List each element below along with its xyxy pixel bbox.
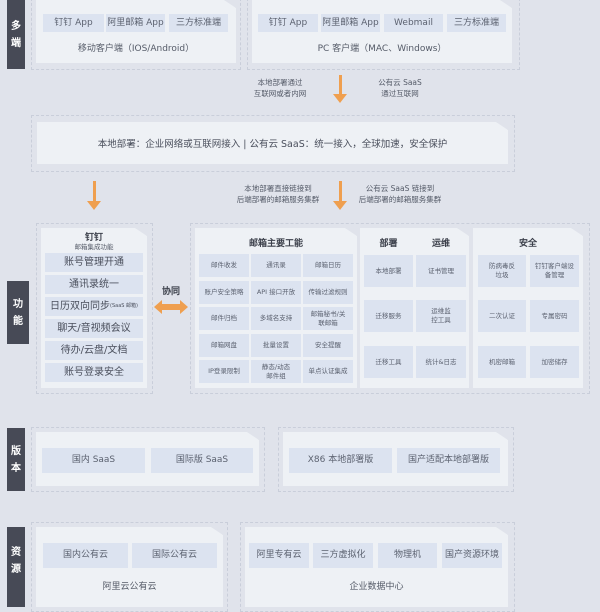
- security-item: 加密储存: [530, 346, 579, 378]
- arrow-down-icon: [333, 181, 347, 210]
- mail-item: IP登录限制: [199, 360, 249, 383]
- version-chip: 国内 SaaS: [42, 448, 145, 473]
- item-note: (SaaS 邮箱): [110, 303, 138, 309]
- mobile-caption: 移动客户端（IOS/Android）: [77, 44, 195, 54]
- mail-item: 邮件收发: [199, 254, 249, 277]
- access-panel: [37, 122, 508, 164]
- security-item: 专属密码: [530, 300, 579, 332]
- ops-item: 运维监控工具: [416, 300, 466, 332]
- dingtalk-item: 账号登录安全: [45, 363, 143, 382]
- ops-item: 证书管理: [416, 255, 466, 287]
- section-label-text: 功能: [13, 298, 23, 327]
- note-line: 公有云 SaaS 链接到: [365, 184, 435, 193]
- deploy-item: 迁移工具: [364, 346, 413, 378]
- security-item: 机密邮箱: [478, 346, 526, 378]
- security-title: 安全: [518, 239, 537, 249]
- mail-item: 批量设置: [251, 334, 301, 357]
- ops-title: 运维: [431, 239, 450, 249]
- ops-item: 统计&日志: [416, 346, 466, 378]
- resource-chip: 国产资源环境: [442, 543, 502, 568]
- mail-item: 账户安全策略: [199, 281, 249, 304]
- deploy-item: 迁移服务: [364, 300, 413, 332]
- dingtalk-item: 日历双向同步(SaaS 邮箱): [45, 297, 143, 316]
- mail-item: 静态/动态邮件组: [251, 360, 301, 383]
- dingtalk-item: 通讯录统一: [45, 275, 143, 294]
- dingtalk-item: 账号管理开通: [45, 253, 143, 272]
- dingtalk-title: 钉钉: [84, 233, 103, 243]
- version-chip: 国产适配本地部署版: [397, 448, 500, 473]
- version-chip: X86 本地部署版: [289, 448, 392, 473]
- note-line: 后端部署的邮箱服务集群: [358, 195, 442, 204]
- flow1-left-note: 本地部署通过互联网或者内网: [230, 77, 330, 99]
- flow1-right-note: 公有云 SaaS 通过互联网: [350, 77, 450, 99]
- sync-label: 协同: [161, 287, 180, 297]
- mobile-group: [31, 0, 241, 70]
- dingtalk-item: 聊天/音视频会议: [45, 319, 143, 338]
- security-item: 钉钉客户端设备管理: [530, 255, 579, 287]
- dingtalk-group: [36, 223, 153, 394]
- section-label-multi: 多端: [7, 0, 25, 69]
- mail-item: 单点认证集成: [303, 360, 353, 383]
- section-label-text: 版本: [11, 445, 21, 474]
- section-label-text: 多端: [11, 20, 21, 49]
- mail-item: 安全提醒: [303, 334, 353, 357]
- arrow-down-icon: [87, 181, 101, 210]
- section-label-text: 资源: [11, 547, 21, 575]
- resource-chip: 物理机: [378, 543, 437, 568]
- mail-item: 邮箱秘书/关联邮箱: [303, 307, 353, 330]
- section-label-version: 版本: [7, 428, 25, 491]
- security-item: 二次认证: [478, 300, 526, 332]
- chip-pc-webmail: Webmail: [384, 14, 443, 32]
- mail-item: 传输过滤规则: [303, 281, 353, 304]
- feature-group: [190, 223, 590, 394]
- chip-mobile-dingtalk: 钉钉 App: [43, 14, 104, 32]
- section-label-resource: 资源: [7, 527, 25, 607]
- dingtalk-subtitle: 邮箱集成功能: [74, 243, 114, 251]
- security-item: 防病毒反垃圾: [478, 255, 526, 287]
- deploy-item: 本地部署: [364, 255, 413, 287]
- version-chip: 国际版 SaaS: [151, 448, 253, 473]
- public-cloud-caption: 阿里云公有云: [102, 582, 157, 592]
- access-text: 本地部署：企业网络或互联网接入 | 公有云 SaaS：统一接入，全球加速，安全保…: [97, 139, 448, 150]
- chip-pc-alimail: 阿里邮箱 App: [321, 14, 380, 32]
- datacenter-caption: 企业数据中心: [349, 582, 404, 592]
- note-line: 后端部署的邮箱服务集群: [236, 195, 320, 204]
- section-label-function: 功能: [7, 281, 29, 344]
- chip-pc-thirdparty: 三方标准端: [447, 14, 506, 32]
- note-line: 公有云 SaaS: [378, 78, 422, 87]
- local-version-group: [278, 427, 514, 492]
- note-line: 互联网或者内网: [253, 89, 307, 98]
- mail-item: 通讯录: [251, 254, 301, 277]
- chip-pc-dingtalk: 钉钉 App: [258, 14, 318, 32]
- pc-group: [247, 0, 520, 70]
- mail-item: API 接口开放: [251, 281, 301, 304]
- resource-chip: 国际公有云: [132, 543, 217, 568]
- deploy-title: 部署: [379, 239, 398, 249]
- flow2-right-note: 公有云 SaaS 链接到后端部署的邮箱服务集群: [345, 183, 455, 205]
- chip-mobile-thirdparty: 三方标准端: [169, 14, 228, 32]
- mail-item: 多域名支持: [251, 307, 301, 330]
- mail-item: 邮箱网盘: [199, 334, 249, 357]
- item-label: 日历双向同步: [50, 301, 111, 312]
- dingtalk-item: 待办/云盘/文档: [45, 341, 143, 360]
- note-line: 通过互联网: [381, 89, 419, 98]
- note-line: 本地部署直接链接到: [244, 184, 312, 193]
- chip-mobile-alimail: 阿里邮箱 App: [106, 14, 165, 32]
- resource-chip: 国内公有云: [43, 543, 128, 568]
- pc-caption: PC 客户端（MAC、Windows）: [317, 44, 447, 54]
- flow2-left-note: 本地部署直接链接到后端部署的邮箱服务集群: [223, 183, 333, 205]
- resource-chip: 阿里专有云: [249, 543, 309, 568]
- mail-item: 邮件归档: [199, 307, 249, 330]
- access-group: [31, 115, 515, 172]
- saas-version-group: [31, 427, 265, 492]
- mail-title: 邮箱主要工能: [248, 239, 303, 249]
- resource-chip: 三方虚拟化: [313, 543, 373, 568]
- double-arrow-icon: [154, 300, 188, 314]
- note-line: 本地部署通过: [257, 78, 303, 87]
- mail-item: 邮箱日历: [303, 254, 353, 277]
- arrow-down-icon: [333, 75, 347, 103]
